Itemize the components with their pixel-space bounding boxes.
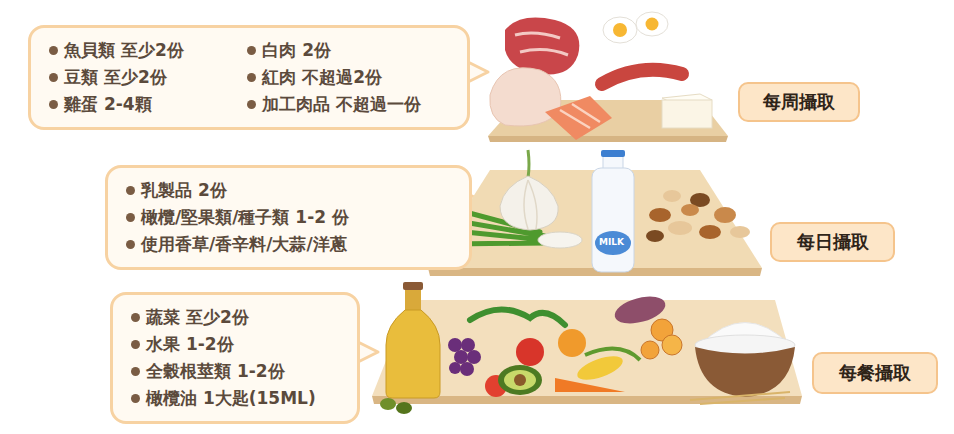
serving-text: 紅肉 不超過2份 — [262, 64, 382, 91]
frequency-label: 每餐攝取 — [839, 361, 911, 385]
bottle-label: MILK — [599, 237, 624, 247]
serving-text: 乳製品 2份 — [141, 177, 227, 204]
list-item: 使用香草/香辛料/大蒜/洋蔥 — [126, 231, 451, 258]
bullet-dot — [131, 340, 140, 349]
list-item: 雞蛋 2-4顆 — [49, 91, 211, 118]
bullet-dot — [247, 73, 256, 82]
serving-text: 全穀根莖類 1-2份 — [146, 358, 285, 385]
serving-text: 橄欖油 1大匙(15ML) — [146, 385, 316, 412]
meal-tier — [372, 282, 802, 414]
daily-tier — [428, 150, 762, 276]
bullet-dot — [131, 313, 140, 322]
list-item: 魚貝類 至少2份 — [49, 37, 211, 64]
bullet-dot — [126, 186, 135, 195]
bullet-dot — [126, 240, 135, 249]
callout-bubble: 乳製品 2份橄欖/堅果類/種子類 1-2 份使用香草/香辛料/大蒜/洋蔥 — [105, 165, 472, 270]
list-item: 加工肉品 不超過一份 — [247, 91, 449, 118]
serving-text: 使用香草/香辛料/大蒜/洋蔥 — [141, 231, 347, 258]
frequency-label: 每日攝取 — [797, 230, 869, 254]
list-item: 蔬菜 至少2份 — [131, 304, 339, 331]
serving-text: 雞蛋 2-4顆 — [64, 91, 152, 118]
list-item: 橄欖油 1大匙(15ML) — [131, 385, 339, 412]
serving-text: 水果 1-2份 — [146, 331, 234, 358]
serving-text: 魚貝類 至少2份 — [64, 37, 184, 64]
list-item: 紅肉 不超過2份 — [247, 64, 449, 91]
serving-text: 加工肉品 不超過一份 — [262, 91, 421, 118]
weekly-tier — [488, 12, 728, 142]
callout-bubble: 魚貝類 至少2份 白肉 2份豆類 至少2份 紅肉 不超過2份雞蛋 2-4顆 加工肉品 … — [28, 25, 470, 130]
bullet-dot — [49, 100, 58, 109]
bullet-dot — [131, 367, 140, 376]
bullet-dot — [49, 73, 58, 82]
serving-text: 白肉 2份 — [262, 37, 331, 64]
frequency-tag: 每餐攝取 — [812, 352, 938, 394]
list-item: 乳製品 2份 — [126, 177, 451, 204]
bullet-dot — [49, 46, 58, 55]
serving-text: 豆類 至少2份 — [64, 64, 167, 91]
serving-text: 橄欖/堅果類/種子類 1-2 份 — [141, 204, 349, 231]
list-item: 全穀根莖類 1-2份 — [131, 358, 339, 385]
list-item: 水果 1-2份 — [131, 331, 339, 358]
frequency-tag: 每周攝取 — [738, 82, 860, 122]
frequency-label: 每周攝取 — [763, 90, 835, 114]
callout-bubble: 蔬菜 至少2份水果 1-2份全穀根莖類 1-2份橄欖油 1大匙(15ML) — [110, 292, 360, 424]
frequency-tag: 每日攝取 — [770, 222, 895, 262]
serving-text: 蔬菜 至少2份 — [146, 304, 249, 331]
list-item: 豆類 至少2份 — [49, 64, 211, 91]
bullet-dot — [247, 100, 256, 109]
bullet-dot — [131, 394, 140, 403]
list-item: 橄欖/堅果類/種子類 1-2 份 — [126, 204, 451, 231]
bullet-dot — [247, 46, 256, 55]
bullet-dot — [126, 213, 135, 222]
list-item: 白肉 2份 — [247, 37, 449, 64]
